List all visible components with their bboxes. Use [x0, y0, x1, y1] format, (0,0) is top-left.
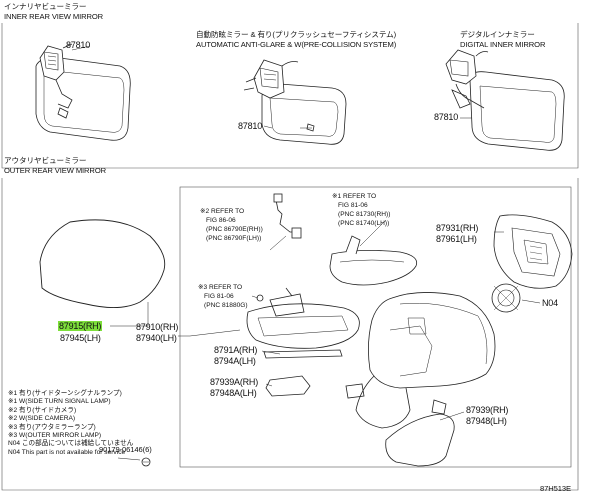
footnote-line: ※1 有り(サイドターンシグナルランプ) — [8, 390, 122, 397]
ref-turn-lamp-line-3: (PNC 81730(RH)) — [338, 211, 391, 218]
inner-mirror-3-drawing — [445, 49, 565, 151]
inner-section-title-en: INNER REAR VIEW MIRROR — [4, 12, 104, 21]
footnote-line: ※1 W(SIDE TURN SIGNAL LAMP) — [8, 398, 111, 406]
ref-mirror-lamp-line-2[interactable]: FIG 81-06 — [204, 293, 234, 300]
base-part-rh[interactable]: 87939(RH) — [466, 405, 509, 415]
inner-mirror-3-part-number[interactable]: 87810 — [434, 112, 459, 122]
figure-code: 87H513E — [540, 484, 571, 493]
outer-section-title-en: OUTER REAR VIEW MIRROR — [4, 166, 107, 175]
ref-turn-lamp-line-4: (PNC 81740(LH)) — [338, 220, 390, 227]
screw-part-number[interactable]: 90179-06146(6) — [99, 445, 152, 454]
ref-camera-line-1[interactable]: ※2 REFER TO — [200, 208, 245, 215]
inner-section-title-jp: インナリヤビューミラー — [4, 2, 87, 11]
footnote-line: ※3 有り(アウタミラーランプ) — [8, 423, 96, 431]
ref-mirror-lamp-line-3: (PNC 81880G) — [204, 302, 248, 309]
assembly-part-lh[interactable]: 87940(LH) — [136, 333, 177, 343]
footnote-line: N04 この部品については補給していません — [8, 440, 134, 448]
cover-part-rh-highlight: 87915(RH) — [58, 321, 103, 331]
cover-part-rh[interactable]: 87915(RH) — [58, 321, 103, 331]
footnote-line: N04 This part is not available for servi… — [8, 448, 126, 456]
inner-mirror-3-heading-en: DIGITAL INNER MIRROR — [460, 40, 546, 49]
outer-mirror-cover-drawing — [39, 219, 166, 308]
footnote-line: ※2 W(SIDE CAMERA) — [8, 415, 76, 423]
mirror-glass-part-rh[interactable]: 87931(RH) — [436, 223, 479, 233]
sub-part-39a-rh[interactable]: 87939A(RH) — [210, 377, 259, 387]
sub-part-48a-lh[interactable]: 87948A(LH) — [210, 388, 257, 398]
base-part-lh[interactable]: 87948(LH) — [466, 416, 507, 426]
inner-mirror-2-heading-jp: 自動防眩ミラー & 有り(プリクラッシュセーフティシステム) — [196, 30, 397, 39]
ref-turn-lamp-line-1[interactable]: ※1 REFER TO — [332, 193, 377, 200]
ref-camera-line-2[interactable]: FIG 86-06 — [206, 217, 236, 224]
inner-mirror-2-heading-en: AUTOMATIC ANTI-GLARE & W(PRE-COLLISION S… — [196, 40, 397, 49]
ref-camera-line-3: (PNC 86790E(RH)) — [206, 226, 263, 233]
ref-mirror-lamp-line-1[interactable]: ※3 REFER TO — [198, 284, 243, 291]
outer-mirror-assembly-drawing — [71, 45, 573, 467]
mirror-glass-part-lh[interactable]: 87961(LH) — [436, 234, 477, 244]
sub-part-a-lh[interactable]: 8794A(LH) — [214, 356, 256, 366]
cover-part-lh[interactable]: 87945(LH) — [60, 333, 101, 343]
outer-section-title-jp: アウタリヤビューミラー — [4, 156, 87, 165]
inner-mirror-2-part-number[interactable]: 87810 — [238, 121, 263, 131]
actuator-n04-label[interactable]: N04 — [542, 298, 558, 308]
footnote-line: ※3 W(OUTER MIRROR LAMP) — [8, 432, 102, 440]
footnotes: ※1 有り(サイドターンシグナルランプ) ※1 W(SIDE TURN SIGN… — [8, 390, 133, 457]
assembly-part-rh[interactable]: 87910(RH) — [136, 322, 179, 332]
sub-part-a-rh[interactable]: 8791A(RH) — [214, 345, 258, 355]
ref-turn-lamp-line-2[interactable]: FIG 81-06 — [338, 202, 368, 209]
footnote-line: ※2 有り(サイドカメラ) — [8, 406, 77, 414]
ref-camera-line-4: (PNC 86790F(LH)) — [206, 235, 262, 242]
inner-mirror-1-part-number[interactable]: 87810 — [66, 40, 91, 50]
inner-mirror-2-drawing — [243, 59, 347, 145]
inner-mirror-1-drawing — [35, 43, 131, 141]
inner-mirror-3-heading-jp: デジタルインナミラー — [460, 30, 535, 39]
